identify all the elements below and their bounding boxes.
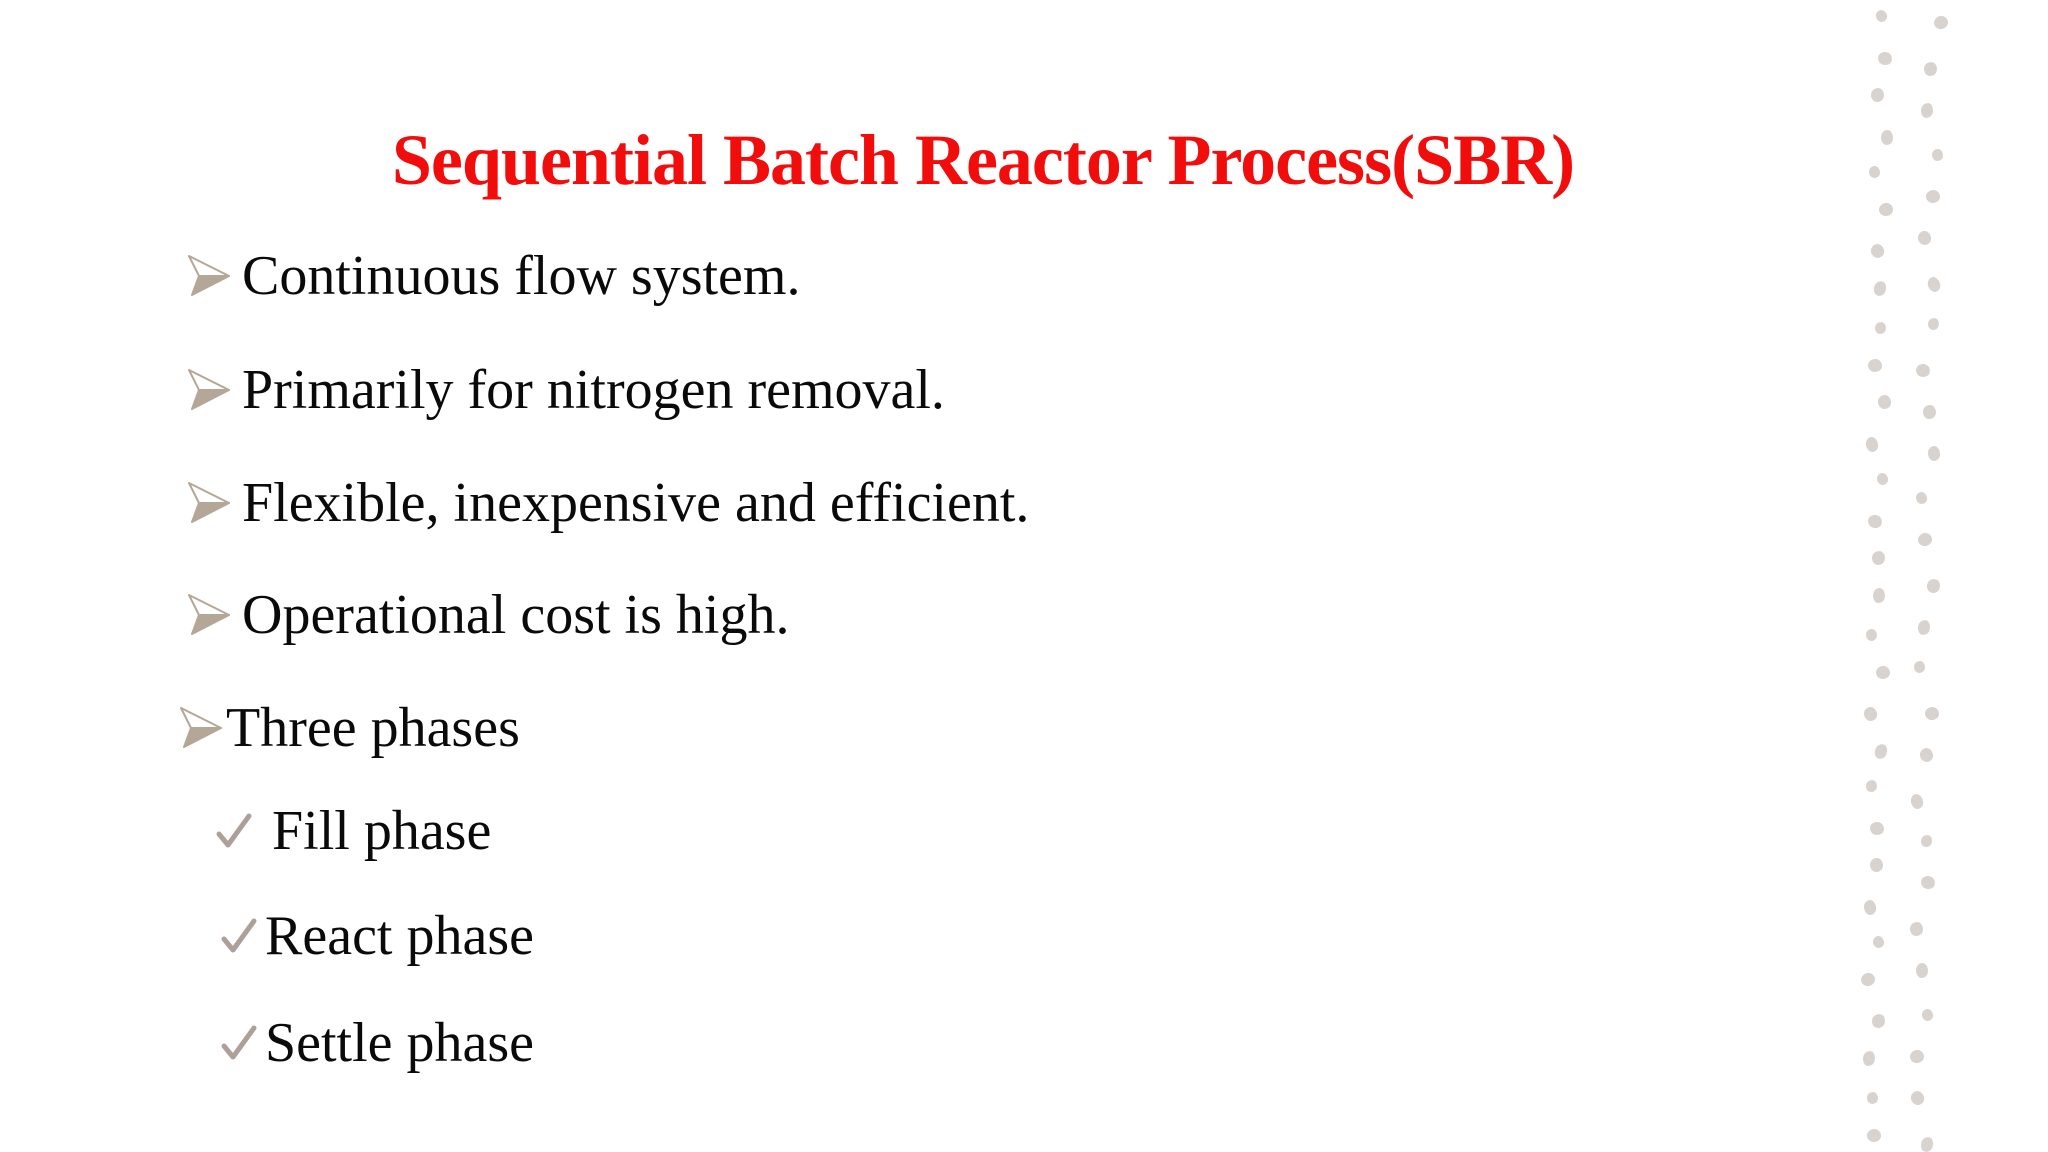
checkmark-icon (220, 917, 258, 955)
decor-dot (1919, 874, 1937, 891)
sub-bullet-text: React phase (265, 905, 534, 967)
decor-dot (1862, 705, 1879, 723)
decor-dot (1864, 778, 1878, 794)
decor-dot (1931, 148, 1943, 162)
checkmark-icon (220, 1024, 258, 1062)
decor-dot (1915, 362, 1932, 379)
decor-dot (1925, 189, 1941, 204)
decor-dot (1926, 316, 1941, 332)
decor-dot (1927, 445, 1941, 462)
decor-dot (1916, 229, 1933, 247)
decor-dot (1932, 13, 1950, 32)
decor-dot (1919, 833, 1934, 849)
decor-dot (1919, 1135, 1935, 1152)
arrow-bullet-icon (186, 369, 232, 411)
decor-dot (1868, 820, 1885, 836)
decor-dot (1866, 1127, 1882, 1143)
bullet-item-continuous-flow: Continuous flow system. (186, 248, 800, 304)
bullet-item-nitrogen-removal: Primarily for nitrogen removal. (186, 362, 945, 418)
decor-dot (1870, 549, 1887, 567)
decor-dot (1874, 664, 1891, 680)
checkmark-icon (215, 812, 253, 850)
decor-dot (1909, 1089, 1927, 1107)
decor-dot (1869, 242, 1887, 260)
sub-bullet-react-phase: React phase (220, 908, 534, 964)
decor-dot (1866, 512, 1885, 530)
decor-dot (1874, 321, 1888, 335)
decor-dot (1876, 49, 1894, 67)
decor-dot (1925, 577, 1943, 595)
decor-dot (1870, 858, 1884, 872)
decor-dot (1865, 628, 1878, 642)
decor-dot (1877, 394, 1892, 410)
decor-dot (1868, 165, 1881, 179)
decor-dot (1869, 87, 1885, 103)
decor-dot (1908, 1048, 1926, 1065)
bullet-item-operational-cost: Operational cost is high. (186, 587, 789, 643)
arrow-bullet-icon (178, 707, 224, 749)
bullet-item-three-phases: Three phases (178, 700, 520, 756)
dotted-border-decoration (1840, 0, 2048, 1152)
bullet-text: Operational cost is high. (242, 584, 790, 646)
decor-dot (1867, 1091, 1879, 1105)
decor-dot (1875, 471, 1890, 487)
decor-dot (1921, 1008, 1934, 1022)
decor-dot (1918, 747, 1934, 763)
decor-dot (1913, 660, 1926, 674)
sub-bullet-text: Fill phase (272, 800, 492, 862)
bullet-text: Flexible, inexpensive and efficient. (242, 472, 1030, 534)
decor-dot (1874, 8, 1889, 24)
arrow-bullet-icon (186, 482, 232, 524)
decor-dot (1880, 129, 1893, 145)
decor-dot (1915, 491, 1929, 505)
decor-dot (1872, 741, 1889, 761)
decor-dot (1909, 921, 1924, 937)
bullet-text: Three phases (226, 697, 520, 759)
bullet-text: Primarily for nitrogen removal. (242, 359, 945, 421)
decor-dot (1861, 1049, 1877, 1067)
decor-dot (1872, 587, 1886, 603)
decor-dot (1916, 618, 1932, 637)
bullet-item-flexible-inexpensive: Flexible, inexpensive and efficient. (186, 475, 1029, 531)
decor-dot (1922, 60, 1939, 78)
sub-bullet-settle-phase: Settle phase (220, 1015, 534, 1071)
sub-bullet-text: Settle phase (265, 1012, 535, 1074)
arrow-bullet-icon (186, 255, 232, 297)
sub-bullet-fill-phase: Fill phase (215, 803, 491, 859)
decor-dot (1864, 435, 1880, 453)
slide-title: Sequential Batch Reactor Process(SBR) (391, 120, 1575, 200)
decor-dot (1916, 963, 1929, 978)
decor-dot (1870, 1012, 1887, 1030)
bullet-text: Continuous flow system. (242, 245, 801, 307)
decor-dot (1871, 279, 1888, 297)
decor-dot (1868, 358, 1883, 372)
arrow-bullet-icon (186, 594, 232, 636)
decor-dot (1909, 792, 1925, 811)
decor-dot (1925, 275, 1943, 294)
decor-dot (1871, 934, 1886, 950)
decor-dot (1922, 404, 1937, 420)
decor-dot (1877, 201, 1895, 217)
decor-dot (1919, 102, 1934, 119)
decor-dot (1924, 706, 1940, 721)
decor-dot (1859, 970, 1878, 988)
decor-dot (1916, 531, 1934, 548)
decor-dot (1863, 898, 1877, 916)
